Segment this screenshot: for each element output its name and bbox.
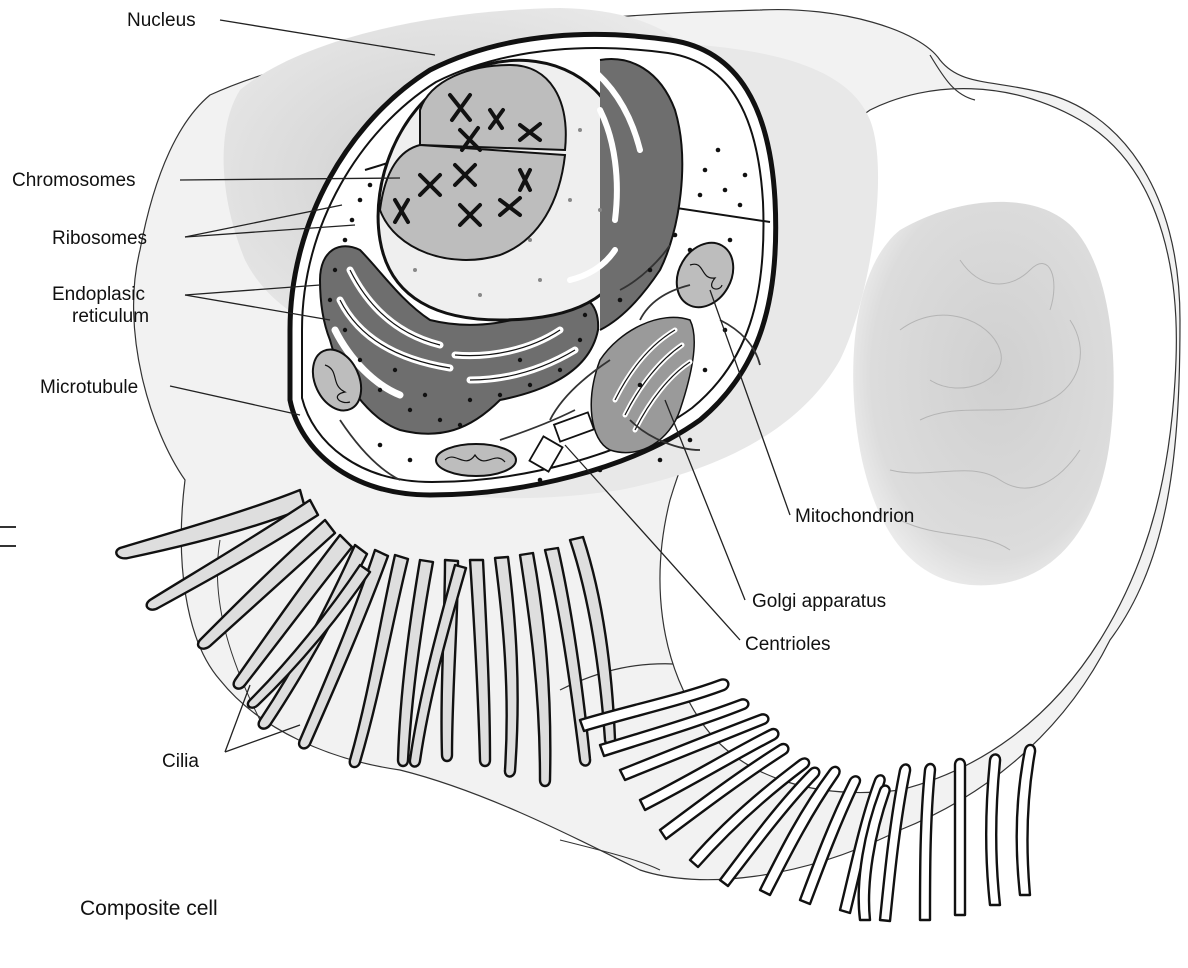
label-mitochondrion: Mitochondrion — [795, 506, 914, 527]
caption: Composite cell — [80, 897, 218, 920]
label-cilia: Cilia — [162, 751, 199, 772]
label-nucleus: Nucleus — [127, 10, 196, 31]
label-ribosomes: Ribosomes — [52, 228, 147, 249]
right-blob — [853, 202, 1113, 585]
label-chromosomes: Chromosomes — [12, 170, 136, 191]
edge-fragment — [0, 527, 16, 546]
label-golgi-apparatus: Golgi apparatus — [752, 591, 886, 612]
label-endoplasmic-line1: Endoplasic — [52, 284, 145, 305]
label-microtubule: Microtubule — [40, 377, 138, 398]
label-centrioles: Centrioles — [745, 634, 831, 655]
label-endoplasmic-line2: reticulum — [72, 306, 149, 327]
nucleus — [378, 59, 682, 330]
